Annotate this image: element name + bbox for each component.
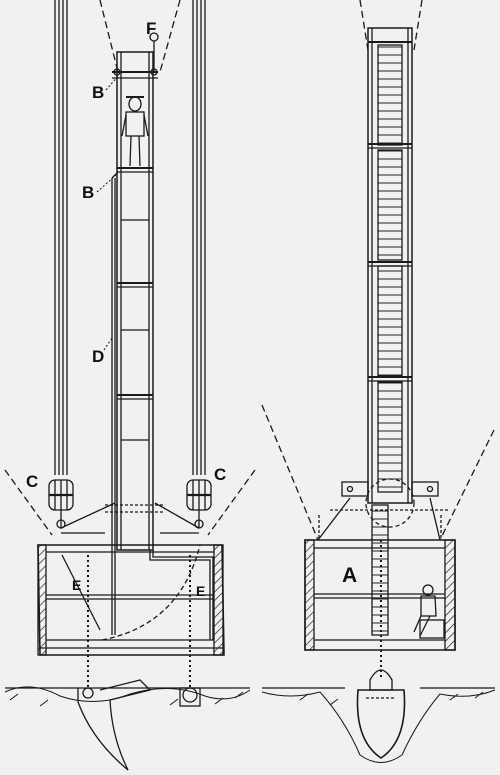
right-fig-left-top-cable: [359, 0, 369, 51]
excavation-bucket: [356, 669, 406, 759]
right-fig-right-top-cable: [413, 0, 423, 51]
grab-bucket: [77, 679, 201, 771]
lock-valve-left: [113, 68, 121, 76]
label-b-mid: B: [82, 183, 94, 202]
label-c-left: C: [26, 472, 38, 491]
seated-man: [413, 584, 445, 639]
lock-valve-right: [150, 68, 158, 76]
sheave-block-right: [186, 479, 212, 529]
left-cable-bundle: [54, 0, 68, 475]
right-guy-line: [207, 469, 256, 536]
label-e-left: E: [72, 577, 81, 593]
label-d: D: [92, 347, 104, 366]
left-guy-line: [4, 469, 53, 536]
air-shaft: [112, 51, 158, 551]
man-in-air-lock: [121, 96, 149, 167]
diagram-labels: F B B D C C E E A: [26, 19, 357, 599]
shaft-flange: [341, 478, 439, 528]
ladder-shaft: [367, 27, 413, 504]
right-cable-bundle: [192, 0, 206, 475]
right-top-dashed-cable: [159, 0, 181, 73]
label-b-top: B: [92, 83, 104, 102]
caisson-left: [37, 544, 225, 656]
left-top-dashed-cable: [99, 0, 119, 73]
left-figure: [4, 0, 256, 771]
label-f: F: [146, 19, 156, 38]
right-figure: [261, 0, 496, 763]
label-c-right: C: [214, 465, 226, 484]
sheave-block-left: [48, 479, 74, 529]
label-a: A: [342, 564, 357, 587]
label-e-right: E: [196, 583, 205, 599]
